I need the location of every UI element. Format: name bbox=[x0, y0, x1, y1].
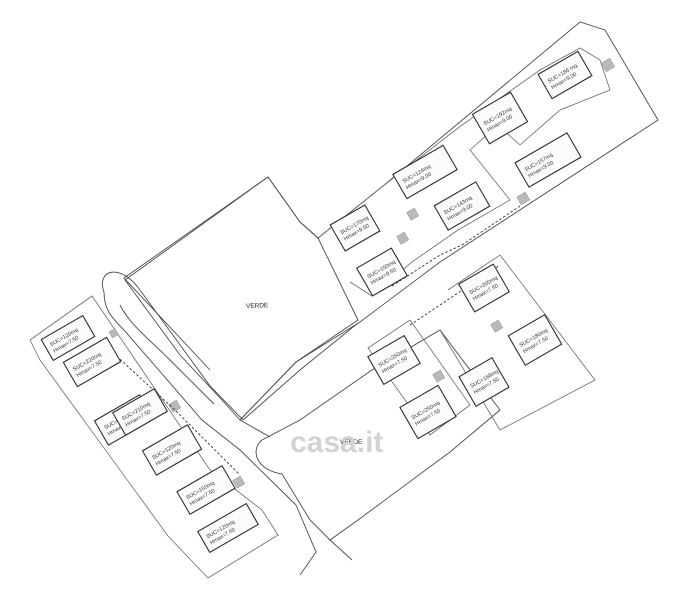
internal-road-inner bbox=[119, 304, 215, 405]
service-mark bbox=[600, 57, 616, 73]
building-footprint bbox=[329, 204, 381, 252]
service-marks bbox=[108, 57, 616, 489]
green-area-south-boundary bbox=[255, 329, 501, 541]
lot-cluster-west-boundary bbox=[29, 295, 279, 579]
building-footprint bbox=[367, 334, 421, 386]
service-mark bbox=[396, 231, 410, 245]
access-road-south bbox=[295, 504, 353, 576]
building-footprint bbox=[514, 132, 582, 188]
building-footprint bbox=[399, 384, 457, 440]
service-mark bbox=[516, 191, 531, 206]
building-footprint bbox=[458, 357, 510, 407]
building-footprint bbox=[355, 247, 409, 297]
building-footprints: SUC=186 mqHmax=9.00SUC=192mqHmax=9.00SUC… bbox=[40, 50, 593, 554]
service-mark bbox=[432, 369, 446, 383]
building-footprint bbox=[433, 181, 491, 231]
service-mark bbox=[490, 319, 504, 333]
building-footprint bbox=[457, 263, 511, 313]
building-footprint bbox=[141, 424, 203, 476]
green-area-south-label: VERDE bbox=[340, 439, 363, 446]
building-footprint bbox=[196, 502, 260, 554]
green-area-north-label: VERDE bbox=[246, 302, 269, 310]
service-mark bbox=[406, 207, 420, 221]
building-footprint bbox=[62, 336, 122, 388]
building-footprint bbox=[471, 91, 529, 145]
building-footprint bbox=[392, 144, 458, 200]
service-mark bbox=[232, 475, 246, 489]
service-mark bbox=[168, 399, 182, 413]
internal-road bbox=[102, 271, 359, 506]
green-area-north-boundary bbox=[124, 176, 359, 421]
watermark: casa.it bbox=[290, 426, 383, 459]
building-footprint bbox=[111, 387, 169, 437]
building-footprint bbox=[507, 314, 563, 366]
building-footprint bbox=[40, 314, 96, 362]
service-mark bbox=[108, 328, 119, 339]
building-footprint bbox=[537, 50, 593, 100]
building-footprint bbox=[176, 464, 236, 516]
